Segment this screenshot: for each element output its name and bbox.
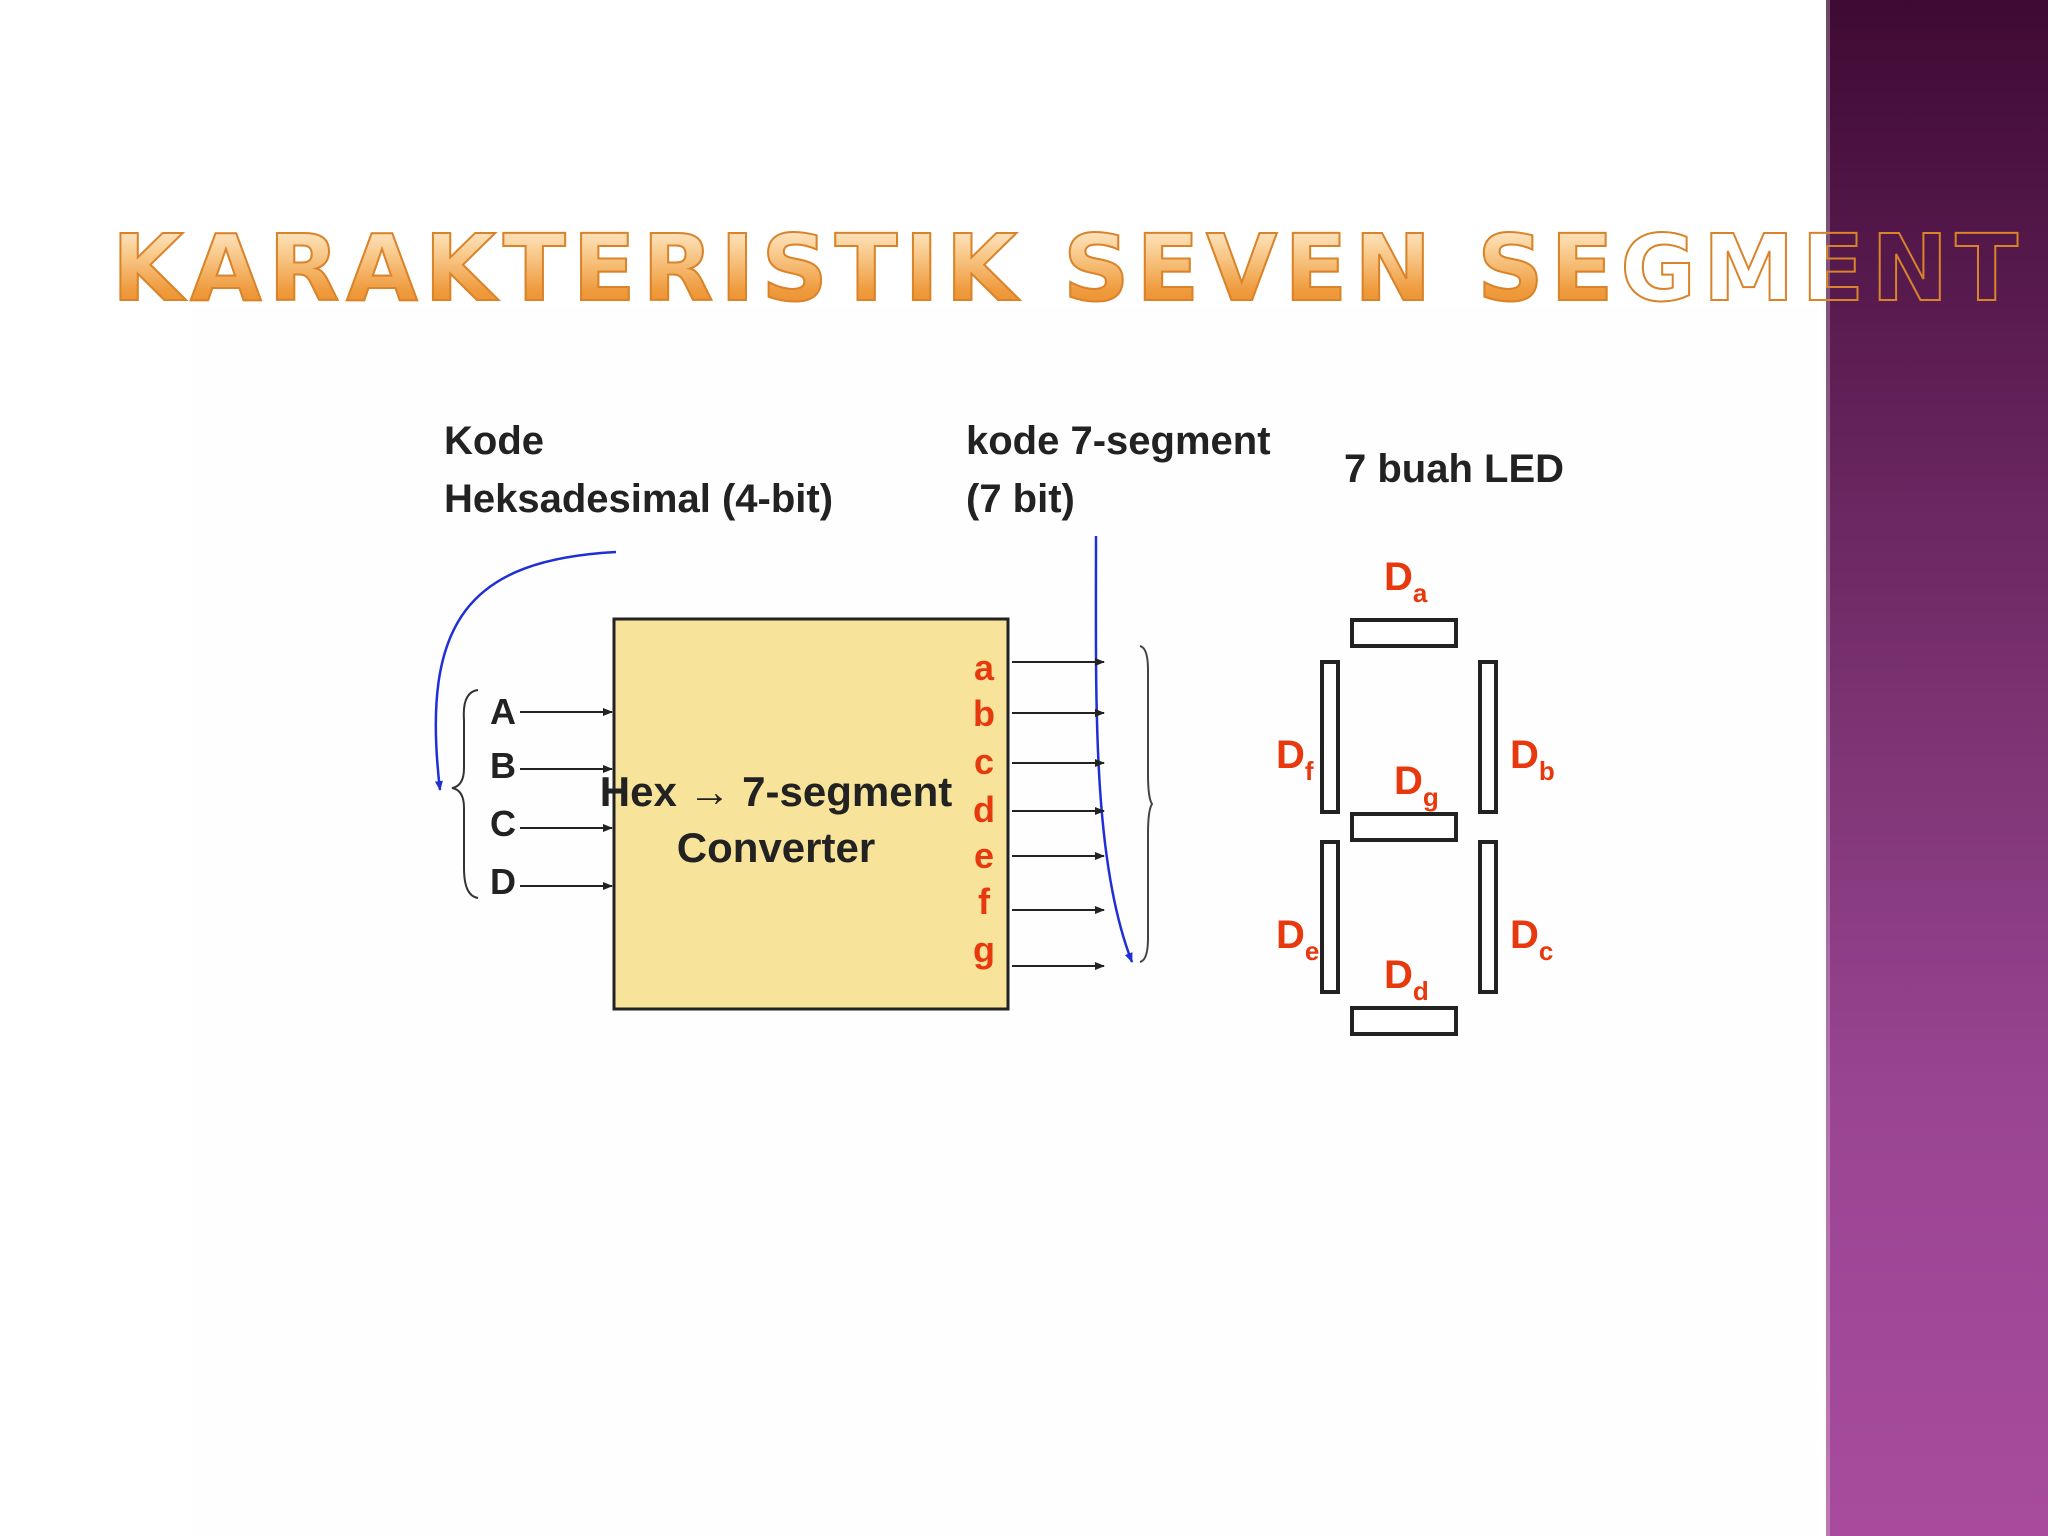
led-label-a-main: D — [1384, 555, 1413, 599]
led-label-a: Da — [1384, 555, 1428, 608]
output-label-g: g — [973, 929, 995, 970]
input-caption-line2: Heksadesimal (4-bit) — [444, 477, 833, 521]
led-label-a-sub: a — [1413, 578, 1428, 608]
input-label-b: B — [490, 745, 516, 786]
led-label-c-main: D — [1510, 913, 1539, 957]
led-label-f: Df — [1276, 733, 1314, 786]
input-caption-line1: Kode — [444, 419, 544, 463]
output-signals: a b c d e f g — [973, 647, 1105, 970]
led-label-b-main: D — [1510, 733, 1539, 777]
input-annotation-curve — [434, 550, 617, 791]
led-label-f-main: D — [1276, 733, 1305, 777]
converter-box — [612, 617, 1010, 1011]
led-label-d-main: D — [1384, 953, 1413, 997]
segment-a — [1350, 618, 1458, 648]
led-label-g-sub: g — [1423, 782, 1439, 812]
seven-segment-display — [1320, 618, 1498, 1036]
converter-title-line1: Hex → 7-segment — [600, 768, 952, 815]
output-brace — [1139, 645, 1154, 963]
led-caption: 7 buah LED — [1344, 447, 1564, 491]
output-label-e: e — [974, 835, 994, 876]
led-label-g: Dg — [1394, 759, 1439, 812]
led-label-d-sub: d — [1413, 976, 1429, 1006]
input-label-a: A — [490, 691, 516, 732]
led-label-f-sub: f — [1305, 756, 1314, 786]
led-label-b: Db — [1510, 733, 1555, 786]
segment-e — [1320, 840, 1340, 994]
segment-b — [1478, 660, 1498, 814]
output-label-c: c — [974, 741, 994, 782]
output-label-b: b — [973, 693, 995, 734]
led-label-c: Dc — [1510, 913, 1553, 966]
segment-d — [1350, 1006, 1458, 1036]
output-label-f: f — [978, 881, 991, 922]
led-label-e-main: D — [1276, 913, 1305, 957]
input-signals: A B C D — [490, 691, 613, 902]
led-labels: Da Db Dc Dd De Df Dg — [1276, 555, 1555, 1006]
segment-f — [1320, 660, 1340, 814]
output-annotation-curve — [1094, 535, 1134, 963]
segment-g — [1350, 812, 1458, 842]
led-label-g-main: D — [1394, 759, 1423, 803]
led-label-b-sub: b — [1539, 756, 1555, 786]
led-label-e-sub: e — [1305, 936, 1319, 966]
led-label-c-sub: c — [1539, 936, 1553, 966]
decorative-side-band — [1826, 0, 2048, 1536]
input-brace — [451, 689, 479, 899]
led-label-e: De — [1276, 913, 1319, 966]
output-caption-line1: kode 7-segment — [966, 419, 1271, 463]
segment-c — [1478, 840, 1498, 994]
input-label-c: C — [490, 803, 516, 844]
output-caption-line2: (7 bit) — [966, 477, 1075, 521]
input-label-d: D — [490, 861, 516, 902]
led-label-d: Dd — [1384, 953, 1429, 1006]
converter-title-line2: Converter — [677, 824, 875, 871]
side-band-edge — [1826, 0, 1830, 1536]
output-label-d: d — [973, 789, 995, 830]
output-label-a: a — [974, 647, 995, 688]
